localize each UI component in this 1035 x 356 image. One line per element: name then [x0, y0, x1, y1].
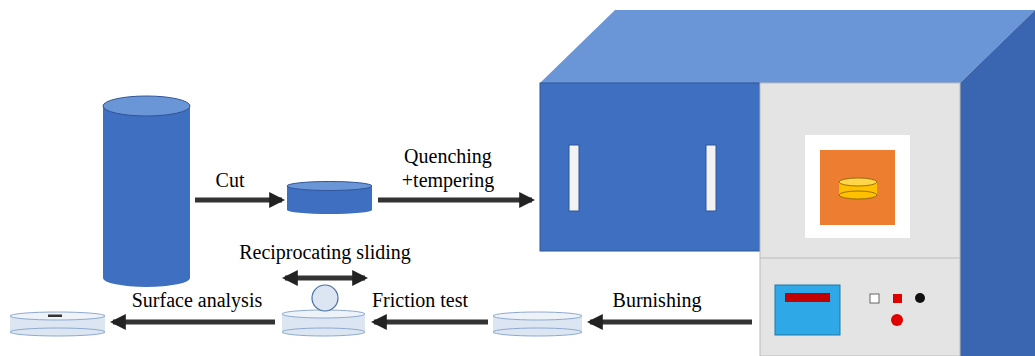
step-label: Reciprocating sliding	[239, 240, 411, 264]
step-label: Burnishing	[613, 288, 702, 312]
step-label: Friction test	[372, 288, 468, 312]
step-label: Quenching +tempering	[388, 144, 508, 192]
friction-disc	[282, 285, 365, 336]
step-label: Cut	[216, 168, 245, 192]
burnished-disc	[493, 312, 582, 336]
cut-disc	[287, 182, 372, 215]
furnace	[540, 10, 1035, 356]
step-label: Surface analysis	[132, 288, 263, 312]
bar-stock	[103, 96, 190, 287]
analysed-disc	[10, 312, 105, 336]
flow-arrows	[113, 200, 752, 322]
